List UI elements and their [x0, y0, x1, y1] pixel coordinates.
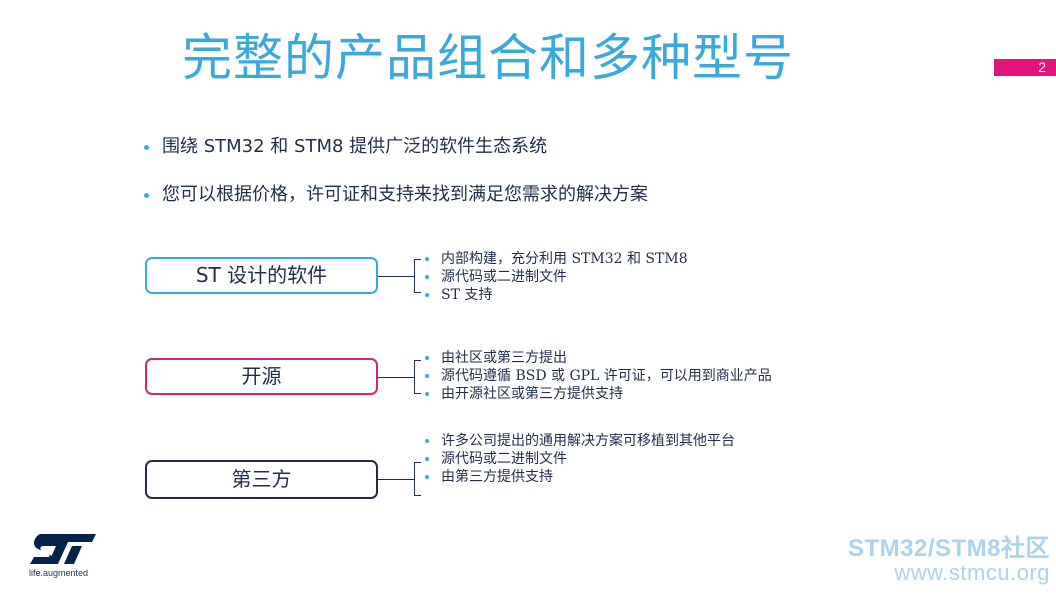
list-item: 许多公司提出的通用解决方案可移植到其他平台: [423, 432, 735, 450]
bracket: [414, 360, 423, 394]
st-logo-icon: [30, 534, 96, 564]
group-open-source-items: 由社区或第三方提出 源代码遵循 BSD 或 GPL 许可证，可以用到商业产品 由…: [423, 349, 772, 403]
community-name: STM32/STM8社区: [847, 535, 1050, 562]
list-item: 由社区或第三方提出: [423, 349, 772, 367]
group-third-party-items: 许多公司提出的通用解决方案可移植到其他平台 源代码或二进制文件 由第三方提供支持: [423, 432, 735, 486]
bracket: [414, 259, 423, 293]
community-watermark: STM32/STM8社区 www.stmcu.org: [848, 535, 1050, 585]
list-item: 内部构建，充分利用 STM32 和 STM8: [423, 250, 688, 268]
bracket: [414, 462, 423, 496]
slide-title: 完整的产品组合和多种型号: [182, 29, 794, 87]
page-number: 2: [994, 59, 1056, 76]
list-item: 源代码遵循 BSD 或 GPL 许可证，可以用到商业产品: [423, 367, 772, 385]
logo-tagline: life.augmented: [29, 568, 89, 578]
list-item: 由开源社区或第三方提供支持: [423, 385, 772, 403]
connector-line: [378, 377, 414, 378]
list-item: 源代码或二进制文件: [423, 450, 735, 468]
community-url: www.stmcu.org: [894, 560, 1050, 585]
bullet-item: 您可以根据价格，许可证和支持来找到满足您需求的解决方案: [144, 182, 648, 208]
main-bullet-list: 围绕 STM32 和 STM8 提供广泛的软件生态系统 您可以根据价格，许可证和…: [144, 134, 648, 208]
group-box-third-party: 第三方: [145, 460, 378, 499]
connector-line: [378, 479, 414, 480]
list-item: 源代码或二进制文件: [423, 268, 688, 286]
list-item: ST 支持: [423, 286, 688, 304]
list-item: 由第三方提供支持: [423, 468, 735, 486]
group-st-software-items: 内部构建，充分利用 STM32 和 STM8 源代码或二进制文件 ST 支持: [423, 250, 688, 304]
group-box-open-source: 开源: [145, 358, 378, 395]
bullet-item: 围绕 STM32 和 STM8 提供广泛的软件生态系统: [144, 134, 648, 160]
connector-line: [378, 276, 414, 277]
group-box-st-software: ST 设计的软件: [145, 257, 378, 294]
